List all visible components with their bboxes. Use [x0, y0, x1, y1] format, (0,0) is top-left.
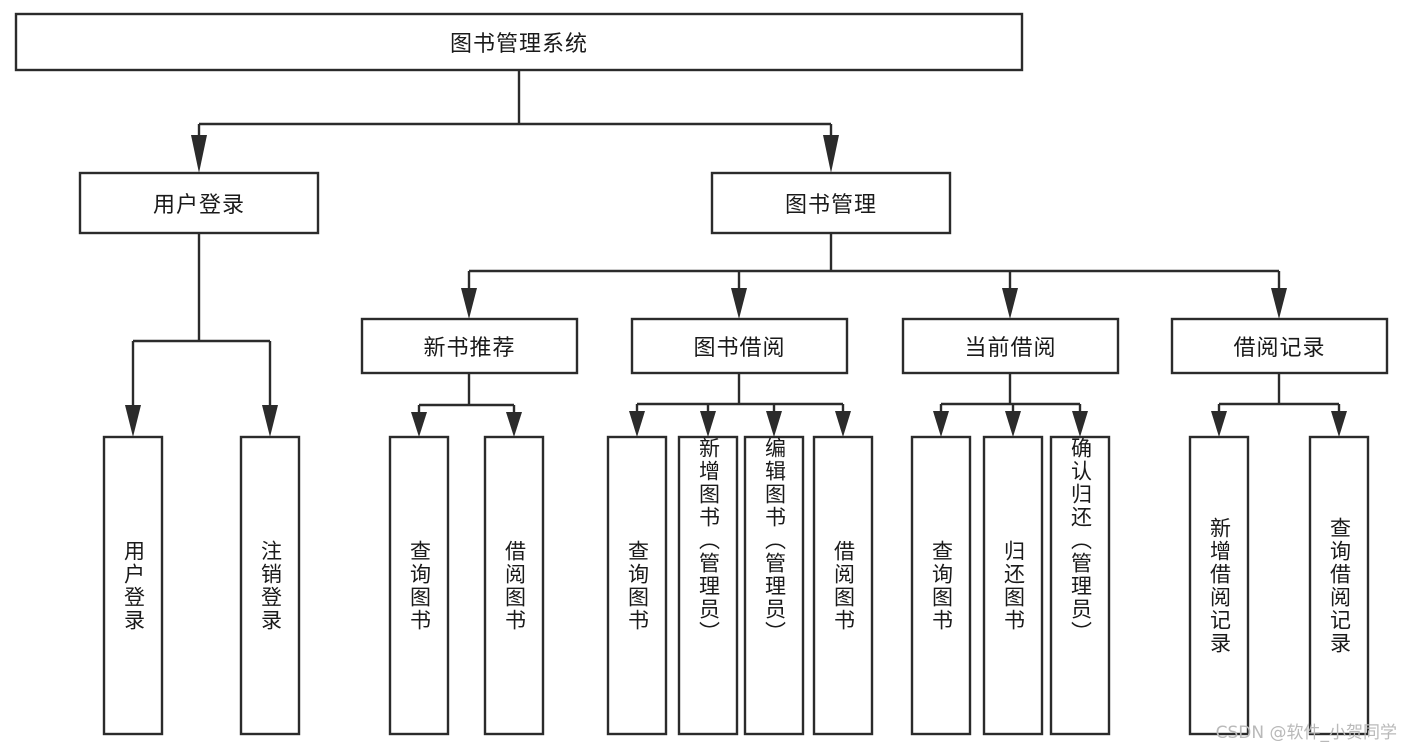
node-box-book-management[interactable]	[710, 171, 952, 235]
node-box-leaf-add-book-admin[interactable]	[677, 435, 739, 736]
arrowhead-current-borrow	[1002, 288, 1018, 319]
arrowhead-leaf-borrow-book	[835, 411, 851, 437]
arrowhead-leaf-query-book-current	[933, 411, 949, 437]
arrowhead-leaf-borrow-book-rec	[506, 412, 522, 437]
node-box-leaf-add-borrow-record[interactable]	[1188, 435, 1250, 736]
node-box-leaf-query-book-borrow[interactable]	[606, 435, 668, 736]
node-box-leaf-borrow-book[interactable]	[812, 435, 874, 736]
node-box-user-login[interactable]	[78, 171, 320, 235]
node-box-borrow-records[interactable]	[1170, 317, 1389, 375]
arrowhead-leaf-edit-book-admin	[766, 411, 782, 437]
edge-group-borrow-records-to-leaves	[1211, 373, 1347, 437]
edge-group-root-to-level1	[191, 70, 839, 173]
node-box-leaf-query-borrow-record[interactable]	[1308, 435, 1370, 736]
arrowhead-leaf-logout	[262, 405, 278, 437]
arrowhead-leaf-user-login	[125, 405, 141, 437]
node-box-leaf-query-book-rec[interactable]	[388, 435, 450, 736]
edge-group-user-login-to-leaves	[125, 233, 278, 437]
csdn-watermark: CSDN @软件_小贺同学	[1215, 723, 1397, 743]
edge-group-book-management-to-level2	[461, 233, 1287, 319]
arrowhead-leaf-query-book-rec	[411, 412, 427, 437]
edge-group-book-borrow-to-leaves	[629, 373, 851, 437]
node-box-leaf-return-book[interactable]	[982, 435, 1044, 736]
arrowhead-leaf-add-book-admin	[700, 411, 716, 437]
node-box-leaf-query-book-current[interactable]	[910, 435, 972, 736]
arrowhead-user-login	[191, 135, 207, 173]
node-box-book-borrow[interactable]	[630, 317, 849, 375]
arrowhead-book-borrow	[731, 288, 747, 319]
node-box-leaf-logout[interactable]	[239, 435, 301, 736]
node-box-root[interactable]	[14, 12, 1024, 72]
node-box-current-borrow[interactable]	[901, 317, 1120, 375]
arrowhead-leaf-query-book-borrow	[629, 411, 645, 437]
arrowhead-leaf-add-borrow-record	[1211, 411, 1227, 437]
arrowhead-borrow-records	[1271, 288, 1287, 319]
node-box-leaf-user-login[interactable]	[102, 435, 164, 736]
arrowhead-leaf-return-book	[1005, 411, 1021, 437]
node-box-leaf-edit-book-admin[interactable]	[743, 435, 805, 736]
arrowhead-new-book-recommend	[461, 288, 477, 319]
node-box-leaf-confirm-return-admin[interactable]	[1049, 435, 1111, 736]
edge-group-current-borrow-to-leaves	[933, 373, 1088, 437]
arrowhead-book-management	[823, 135, 839, 173]
edge-group-new-book-recommend-to-leaves	[411, 373, 522, 437]
arrowhead-leaf-query-borrow-record	[1331, 411, 1347, 437]
arrowhead-leaf-confirm-return-admin	[1072, 411, 1088, 437]
node-box-leaf-borrow-book-rec[interactable]	[483, 435, 545, 736]
node-box-new-book-recommend[interactable]	[360, 317, 579, 375]
